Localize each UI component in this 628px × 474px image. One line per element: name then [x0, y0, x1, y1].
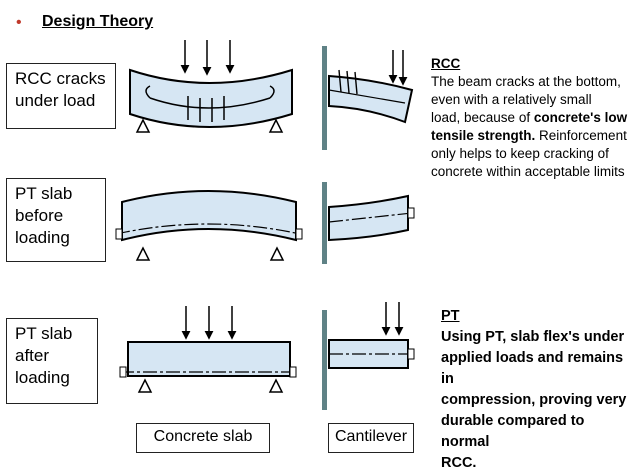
pt-after-load-arrows — [181, 306, 237, 340]
rcc-cantilever-arrows — [388, 50, 408, 86]
pt-before-beam — [121, 190, 297, 242]
pt-before-support-right — [269, 246, 285, 261]
pt-note: PT Using PT, slab flex's under applied l… — [441, 308, 627, 471]
rcc-cantilever-beam — [328, 74, 414, 124]
rcc-cantilever-diagram — [328, 50, 414, 124]
title-bullet: • — [16, 14, 22, 31]
pt-before-tendon — [115, 223, 301, 235]
pt-note-heading: PT — [441, 308, 460, 324]
pt-after-support-left — [137, 378, 153, 393]
pt-after-support-right — [268, 378, 284, 393]
rcc-load-arrows — [180, 40, 235, 76]
label-rcc-cracks: RCC cracks under load — [6, 63, 116, 129]
rcc-cracks — [187, 96, 225, 122]
label-concrete-slab: Concrete slab — [136, 423, 270, 453]
pt-before-cantilever-beam — [328, 194, 409, 242]
pt-after-cantilever-diagram — [328, 302, 415, 369]
rcc-rebar — [149, 97, 271, 109]
rcc-beam-diagram — [129, 40, 293, 133]
rcc-support-left — [135, 118, 151, 133]
rcc-note: RCC The beam cracks at the bottom, even … — [431, 56, 628, 179]
cantilever-wall-1 — [322, 46, 327, 150]
cantilever-wall-2 — [322, 182, 327, 264]
pt-before-cantilever-diagram — [328, 194, 415, 242]
rcc-cantilever-cracks — [338, 69, 358, 95]
pt-after-beam-diagram — [119, 306, 297, 393]
label-cantilever: Cantilever — [328, 423, 414, 453]
page-title: Design Theory — [42, 13, 154, 30]
pt-before-support-left — [135, 246, 151, 261]
cantilever-wall-3 — [322, 310, 327, 410]
pt-after-cantilever-arrows — [381, 302, 404, 336]
pt-after-beam — [127, 341, 291, 377]
rcc-support-right — [268, 118, 284, 133]
rcc-beam — [129, 68, 293, 128]
label-pt-after: PT slab after loading — [6, 318, 98, 404]
rcc-note-heading: RCC — [431, 56, 461, 71]
pt-before-beam-diagram — [115, 190, 303, 261]
label-pt-before: PT slab before loading — [6, 178, 106, 262]
